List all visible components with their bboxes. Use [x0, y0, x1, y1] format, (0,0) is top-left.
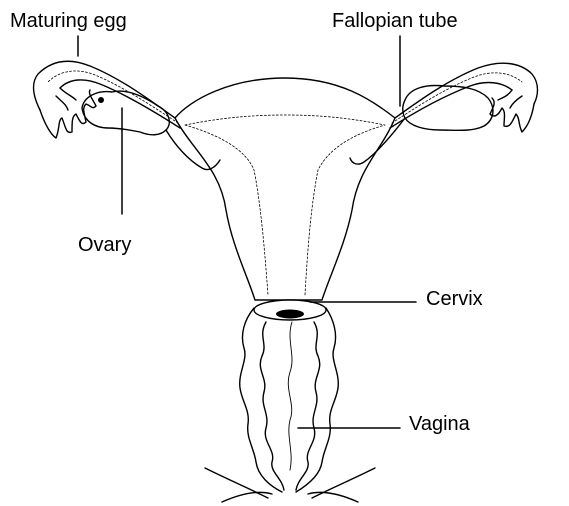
vagina-inner-left — [260, 322, 284, 490]
right-ligament — [350, 118, 405, 164]
vulva-right — [312, 468, 375, 498]
uterine-cavity — [185, 115, 385, 295]
vagina-inner-right — [296, 322, 320, 490]
maturing-egg-dot — [98, 97, 104, 103]
right-tube-outer — [395, 63, 538, 118]
vulva-right-inner — [308, 492, 358, 502]
left-tube-outer — [34, 61, 175, 118]
vagina-label: Vagina — [409, 414, 470, 434]
ovary-label: Ovary — [78, 235, 131, 255]
vulva-left — [205, 468, 268, 498]
vagina-center-line — [288, 322, 292, 470]
vulva-left-inner — [222, 492, 272, 502]
maturing-egg-label: Maturing egg — [10, 11, 127, 31]
left-fimbriae — [40, 88, 96, 138]
right-fimbriae — [490, 90, 534, 132]
left-ligament — [166, 130, 220, 170]
cervix-label: Cervix — [426, 289, 483, 309]
right-ovary — [403, 86, 493, 131]
vagina-left-wall — [240, 308, 282, 492]
uterus-outline — [175, 78, 395, 300]
fallopian-tube-label: Fallopian tube — [332, 11, 458, 31]
cervix-opening — [276, 310, 304, 319]
